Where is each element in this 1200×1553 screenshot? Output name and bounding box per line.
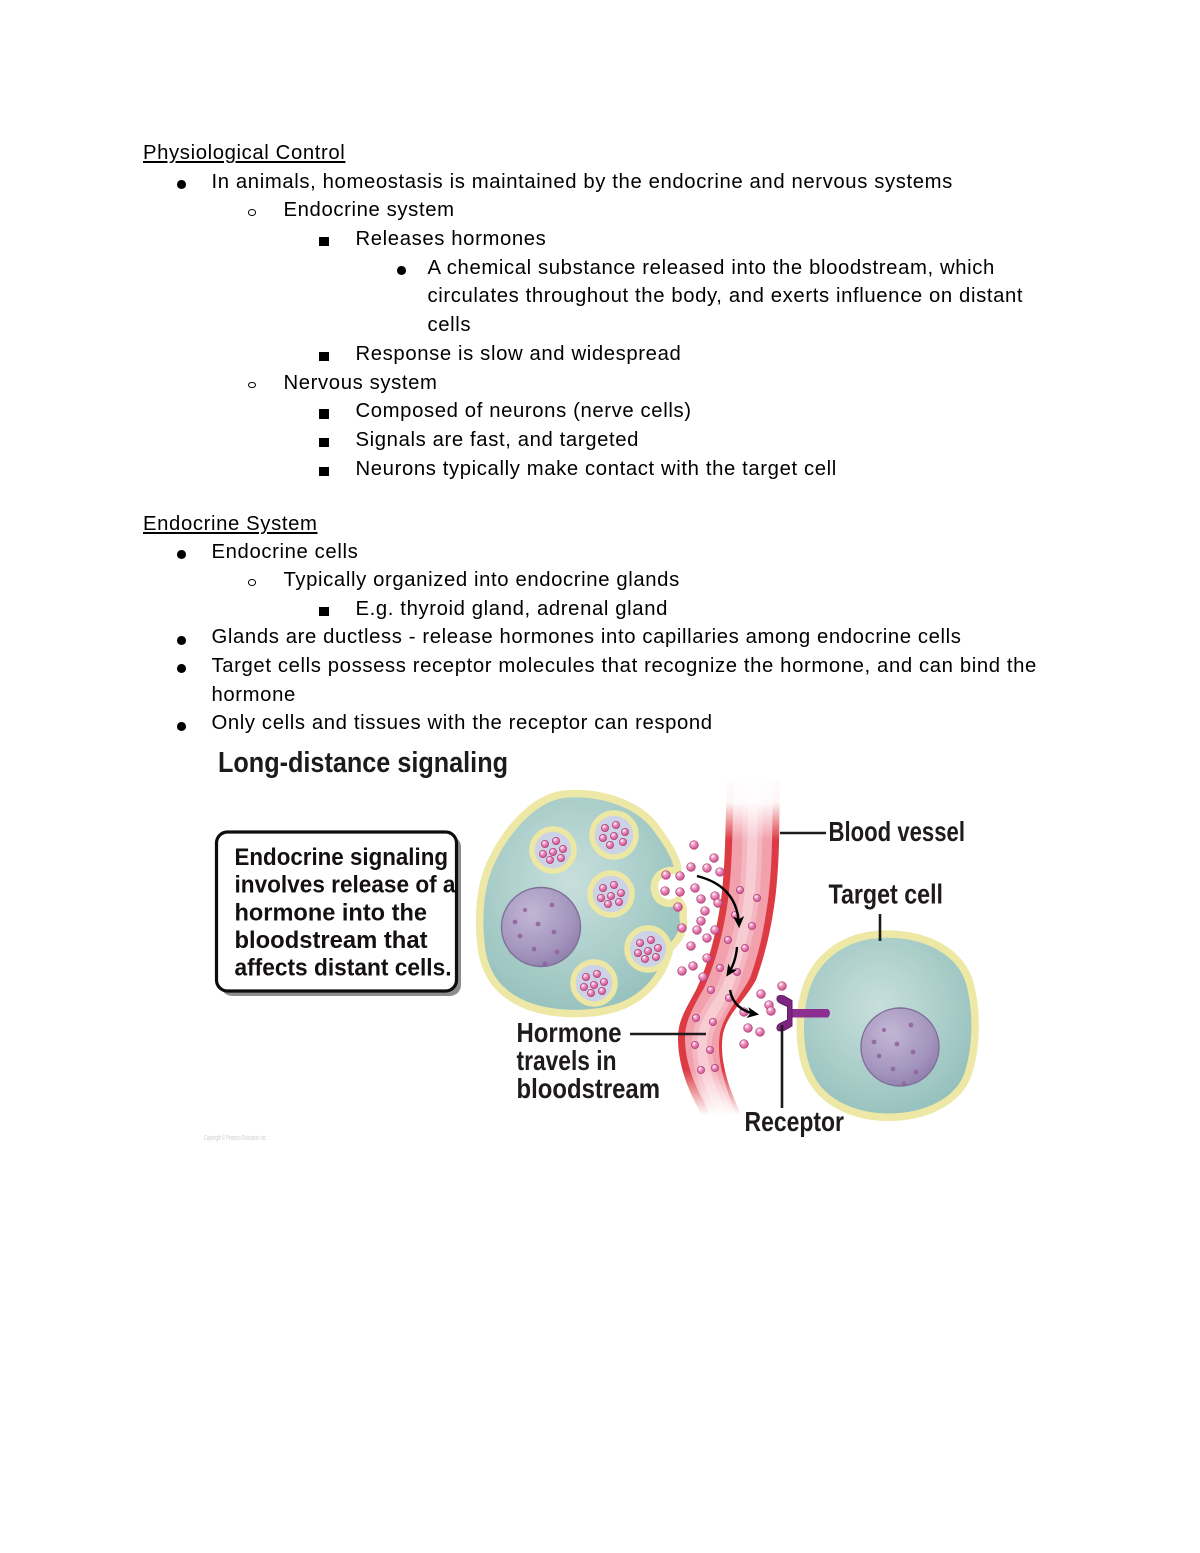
svg-text:Long-distance signaling: Long-distance signaling — [218, 747, 508, 779]
svg-text:Target cell: Target cell — [829, 879, 944, 910]
svg-text:bloodstream: bloodstream — [517, 1073, 661, 1104]
svg-text:involves release of a: involves release of a — [235, 872, 456, 899]
svg-text:Hormone: Hormone — [517, 1017, 622, 1048]
svg-text:Blood vessel: Blood vessel — [829, 816, 966, 847]
svg-text:hormone into the: hormone into the — [235, 899, 428, 926]
svg-text:Copyright © Pearson Education: Copyright © Pearson Education Inc. — [204, 1134, 267, 1142]
svg-text:Endocrine signaling: Endocrine signaling — [235, 844, 449, 871]
svg-text:bloodstream that: bloodstream that — [235, 927, 428, 954]
svg-text:Receptor: Receptor — [745, 1106, 845, 1137]
svg-text:affects distant cells.: affects distant cells. — [235, 955, 452, 982]
svg-text:travels in: travels in — [517, 1045, 617, 1076]
